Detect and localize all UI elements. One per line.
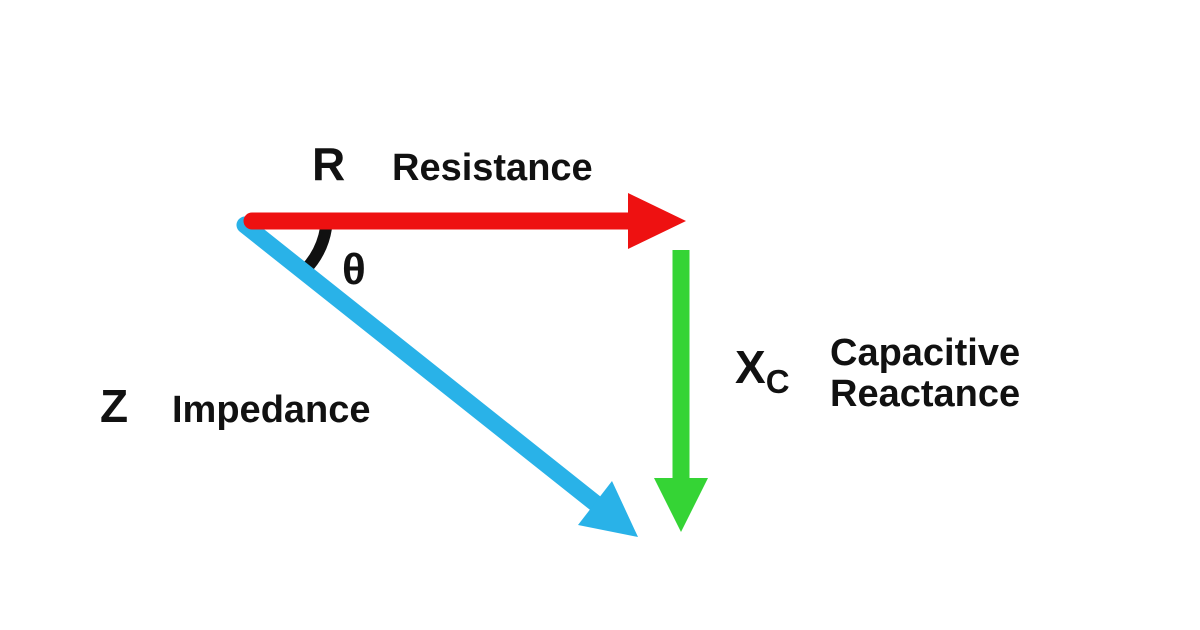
reactance-symbol-base: X [735,341,766,393]
angle-symbol-label: θ [342,245,366,294]
resistance-arrow-head [628,193,686,249]
capacitive-reactance-arrow-head [654,478,708,532]
reactance-symbol-subscript: C [766,363,790,400]
reactance-symbol-label: XC [735,341,790,400]
reactance-name-line2: Reactance [830,373,1020,415]
impedance-arrow-head [578,481,638,537]
impedance-name-label: Impedance [172,389,371,431]
angle-arc [299,222,332,276]
resistance-symbol-label: R [312,138,345,190]
reactance-name-line1: Capacitive [830,332,1020,374]
resistance-name-label: Resistance [392,147,593,189]
impedance-symbol-label: Z [100,380,128,432]
impedance-arrow-shaft [236,216,604,512]
